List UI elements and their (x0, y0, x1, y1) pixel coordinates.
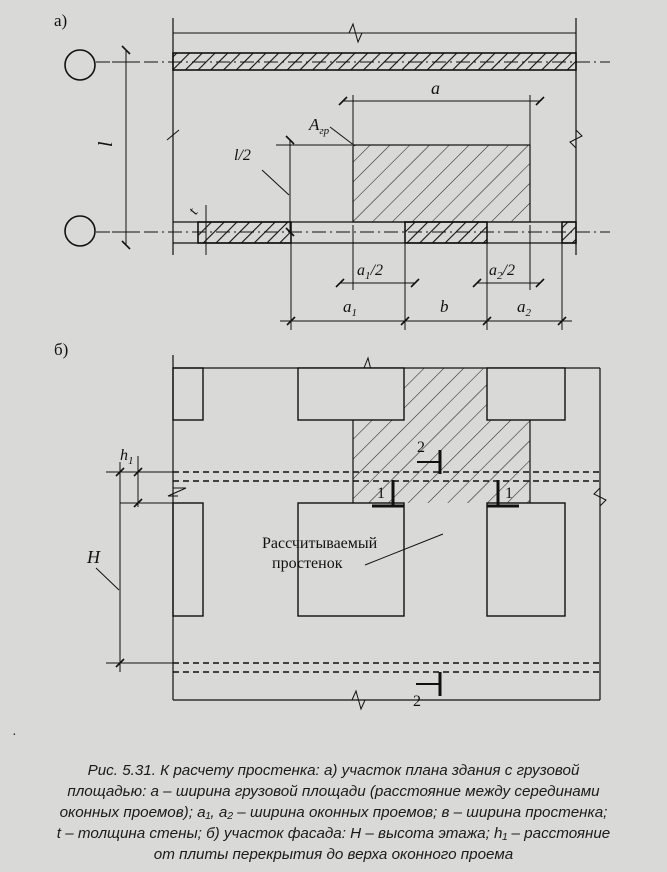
panel-b-letter: б) (54, 340, 68, 359)
pier-label-line2: простенок (272, 555, 343, 572)
bottom-wall-pier-left (197, 221, 292, 244)
lower-window-right (486, 502, 566, 617)
axis-marker-bottom (64, 215, 96, 247)
lower-window-left (172, 502, 204, 617)
load-area (352, 144, 531, 223)
stray-dot: · (12, 728, 17, 743)
caption-line-2: площадью: a – ширина грузовой площади (р… (67, 783, 600, 800)
dim-a2-half-label: a2/2 (489, 262, 515, 282)
pier-label-line1: Рассчитываемый (262, 535, 378, 552)
section-1-right-label: 1 (505, 485, 513, 502)
axis-marker-top (64, 49, 96, 81)
load-area-label: Aгр (308, 115, 330, 137)
caption-line-3: оконных проемов); a₁, a₂ – ширина оконны… (59, 804, 608, 821)
panel-a-letter: а) (54, 11, 67, 30)
upper-window-middle (297, 367, 405, 421)
dim-l-label: l (95, 141, 117, 147)
section-1-left-label: 1 (377, 485, 385, 502)
dim-a2-label: a2 (517, 297, 532, 319)
caption-line-4: t – толщина стены; б) участок фасада: H … (56, 825, 611, 842)
upper-window-right (486, 367, 566, 421)
dim-a1-half-label: a1/2 (357, 262, 383, 282)
dim-b-label: b (440, 297, 449, 316)
bottom-wall-pier-right (561, 221, 577, 244)
dim-l-half-label: l/2 (234, 147, 251, 164)
lower-window-middle (297, 502, 405, 617)
dim-h1-label: h1 (120, 447, 134, 467)
bottom-wall-pier-middle (404, 221, 488, 244)
caption-line-1: Рис. 5.31. К расчету простенка: а) участ… (87, 762, 580, 779)
section-2-bottom-label: 2 (413, 693, 421, 710)
top-wall (172, 52, 577, 71)
caption-line-5: от плиты перекрытия до верха оконного пр… (153, 846, 514, 863)
building-diagram: а) a Aгр (54, 11, 610, 711)
figure-caption: Рис. 5.31. К расчету простенка: а) участ… (20, 760, 647, 865)
section-2-top-label: 2 (417, 439, 425, 456)
dim-a-label: a (431, 78, 440, 98)
panel-b-facade: б) 1 1 2 (54, 340, 607, 711)
upper-window-left (172, 367, 204, 421)
dim-t-label: t (186, 205, 202, 217)
dim-a1-label: a1 (343, 297, 357, 319)
panel-a-plan: а) a Aгр (54, 11, 610, 330)
dim-H-label: H (86, 547, 101, 567)
